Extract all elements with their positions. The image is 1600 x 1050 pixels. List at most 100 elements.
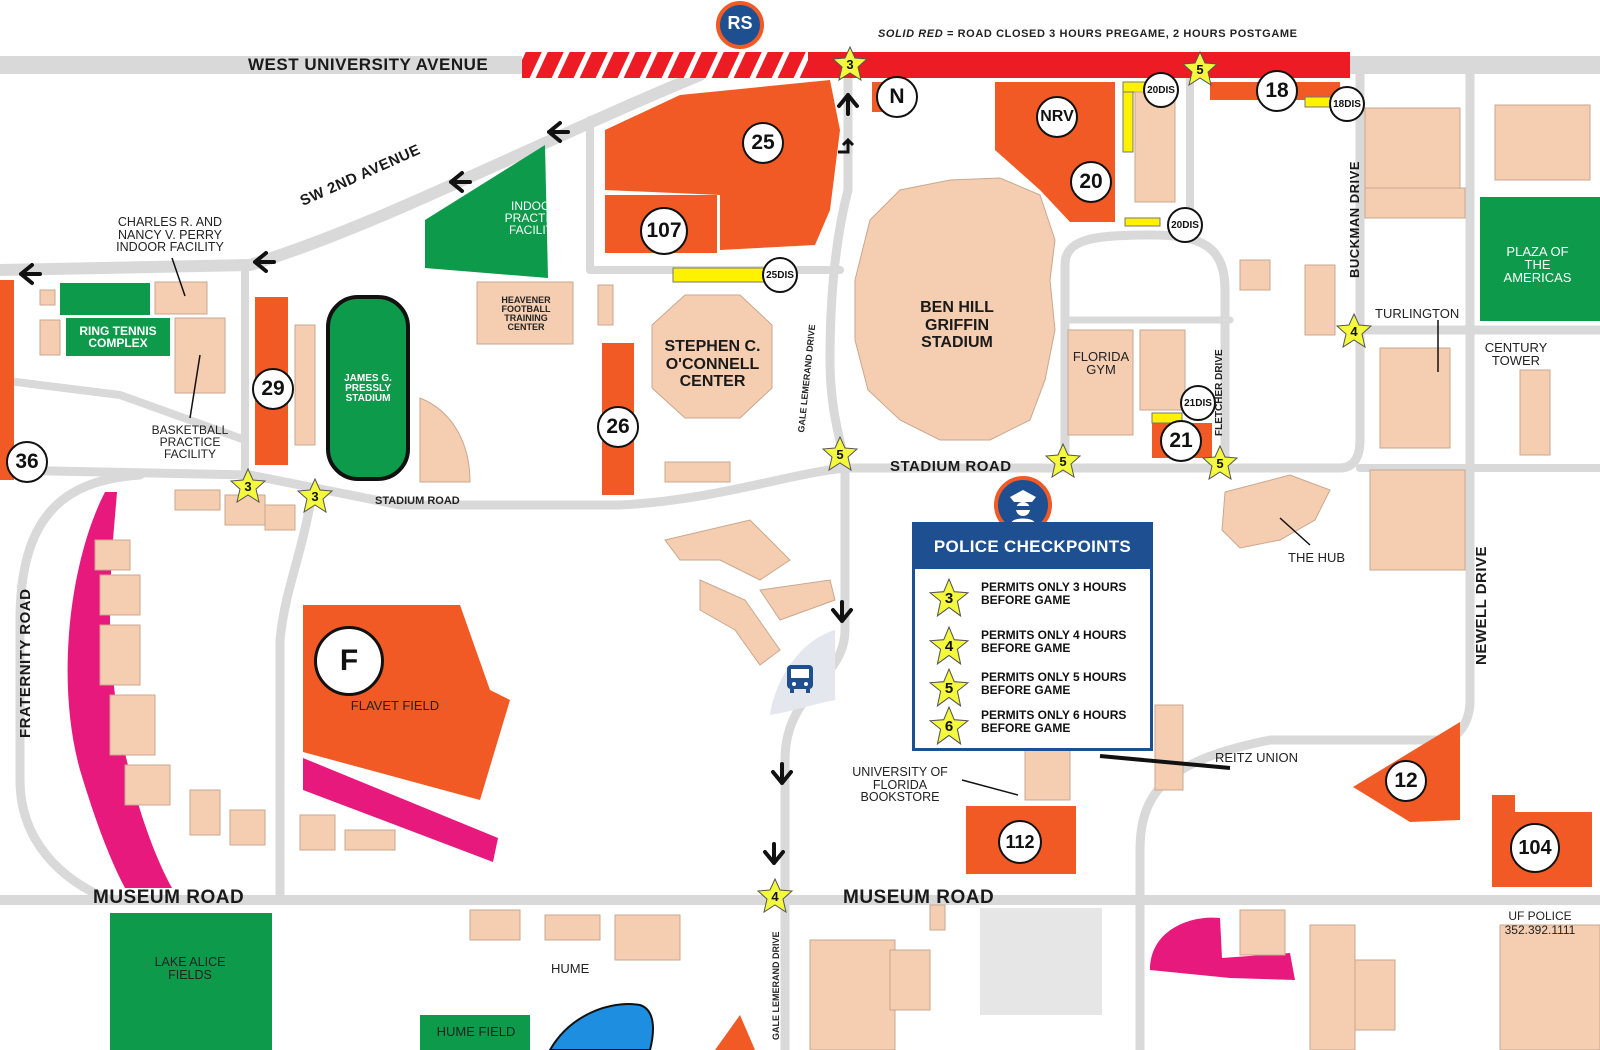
label-perry: CHARLES R. AND NANCY V. PERRY INDOOR FAC… — [116, 215, 224, 254]
building-the-hub — [1221, 474, 1331, 549]
label-plaza: PLAZA OF THE AMERICAS — [1503, 244, 1572, 285]
road-label-newell: NEWELL DRIVE — [1473, 545, 1490, 665]
checkpoint-number-7: 5 — [1216, 456, 1224, 471]
building-east-5 — [1239, 259, 1271, 291]
building-flavet-s2 — [344, 829, 396, 851]
label-hume: HUME — [551, 961, 590, 976]
legend-star-icon — [928, 625, 970, 666]
building-hume-3 — [614, 914, 681, 961]
building-east-2 — [1364, 187, 1466, 219]
label-basketball-practice: BASKETBALL PRACTICE FACILITY — [151, 423, 229, 461]
legend-item: 5 PERMITS ONLY 5 HOURS BEFORE GAME — [915, 667, 1151, 708]
lot-112-marker: 112 — [998, 820, 1042, 864]
label-uf-police: UF POLICE — [1508, 909, 1572, 923]
pressly-track — [326, 295, 410, 481]
label-the-hub: THE HUB — [1288, 550, 1346, 565]
road-label-fraternity: FRATERNITY ROAD — [17, 588, 34, 738]
lot-25 — [605, 80, 840, 250]
lake-alice-fields — [110, 913, 272, 1050]
lot-18dis-marker: 18DIS — [1329, 86, 1365, 122]
building-diagonal-1 — [664, 519, 791, 581]
legend-item: 4 PERMITS ONLY 4 HOURS BEFORE GAME — [915, 625, 1151, 666]
legend-item-number: 6 — [944, 718, 954, 735]
museum-magenta — [1150, 917, 1295, 980]
label-indoor-practice: INDOOR PRACTICE FACILITY — [504, 199, 566, 237]
building-frat-4 — [94, 539, 131, 571]
building-diagonal-2 — [699, 579, 781, 666]
building-east-1 — [1364, 107, 1461, 189]
traffic-arrows — [19, 93, 859, 865]
legend-item: 6 PERMITS ONLY 6 HOURS BEFORE GAME — [915, 705, 1151, 746]
dis-21 — [1151, 412, 1183, 424]
ring-tennis-field — [66, 318, 170, 356]
lot-36-marker: 36 — [6, 441, 48, 483]
building-gym-east — [1139, 329, 1186, 411]
building-reitz-b — [1154, 704, 1184, 791]
lot-20-marker: 20 — [1070, 161, 1112, 203]
road-sw-2nd-avenue — [0, 69, 706, 276]
building-east-3 — [1494, 104, 1591, 181]
arrow-down-icon-3 — [763, 842, 785, 865]
closure-note-em: SOLID RED — [878, 28, 944, 40]
hume-field — [420, 1015, 530, 1050]
lot-12-marker: 12 — [1385, 760, 1427, 802]
checkpoint-number-6: 5 — [1059, 454, 1067, 469]
closure-note-text: = ROAD CLOSED 3 HOURS PREGAME, 2 HOURS P… — [943, 28, 1298, 40]
dis-25 — [672, 267, 766, 283]
lot-n-marker: N — [876, 76, 918, 118]
label-turlington: TURLINGTON — [1375, 306, 1460, 321]
pointer-lines — [171, 257, 1439, 796]
building-oconnell — [651, 294, 773, 419]
buildings — [39, 91, 1600, 1050]
building-frat-9 — [189, 789, 221, 836]
checkpoint-number-5: 5 — [836, 447, 844, 462]
label-bookstore: UNIVERSITY OF FLORIDA BOOKSTORE — [852, 765, 948, 804]
lot-36-strip — [0, 280, 14, 480]
road-label-stadium-road-west: STADIUM ROAD — [375, 495, 460, 507]
road-flavet-west — [275, 500, 315, 905]
lot-f-marker: F — [314, 626, 384, 696]
magenta-areas — [67, 492, 1295, 980]
building-pressly-stands — [419, 397, 471, 483]
building-stadium — [854, 177, 1056, 441]
building-florida-gym — [1067, 329, 1134, 436]
flavet-magenta — [303, 758, 498, 862]
building-hume-2 — [544, 914, 601, 941]
road-label-buckman: BUCKMAN DRIVE — [1347, 161, 1362, 278]
rs-badge-circle — [716, 1, 764, 49]
label-pressly: JAMES G. PRESSLY STADIUM — [344, 373, 392, 404]
dis-20-south — [1124, 217, 1161, 227]
label-ring-tennis: RING TENNIS COMPLEX — [79, 324, 157, 350]
label-flavet: FLAVET FIELD — [350, 698, 440, 713]
lot-20dis-marker-north: 20DIS — [1143, 72, 1179, 108]
building-turlington — [1379, 347, 1451, 449]
road-fletcher-drive — [1060, 230, 1230, 473]
building-south-7 — [929, 904, 946, 931]
building-fletcher-b — [1134, 91, 1176, 203]
building-frat-10 — [229, 809, 266, 846]
fraternity-strip — [67, 492, 172, 888]
arrow-turn-icon — [838, 137, 855, 154]
lot-29-marker: 29 — [252, 368, 294, 410]
lot-104-marker: 104 — [1510, 823, 1560, 873]
legend-item-text: PERMITS ONLY 4 HOURS BEFORE GAME — [981, 628, 1127, 655]
road-label-museum-road-east: MUSEUM ROAD — [843, 887, 995, 908]
checkpoint-number-1: 3 — [846, 57, 854, 72]
building-frat-2 — [224, 494, 266, 526]
checkpoint-number-9: 4 — [771, 889, 779, 904]
building-frat-5 — [99, 574, 141, 616]
building-east-4 — [1369, 469, 1466, 571]
building-ring-w2 — [39, 289, 56, 306]
lot-nrv-marker: NRV — [1036, 96, 1078, 138]
closed-road-hatched — [522, 52, 810, 78]
legend-item: 3 PERMITS ONLY 3 HOURS BEFORE GAME — [915, 577, 1151, 618]
label-florida-gym: FLORIDA GYM — [1072, 349, 1130, 377]
road-label-gale-lemerand-south: GALE LEMERAND DRIVE — [771, 931, 781, 1040]
disability-spots — [672, 81, 1338, 424]
label-stadium: BEN HILL GRIFFIN STADIUM — [920, 299, 994, 352]
building-south-1 — [809, 939, 896, 1050]
road-label-fletcher: FLETCHER DRIVE — [1214, 349, 1225, 436]
building-south-5 — [1354, 959, 1396, 1031]
closed-road-solid — [808, 52, 1350, 78]
